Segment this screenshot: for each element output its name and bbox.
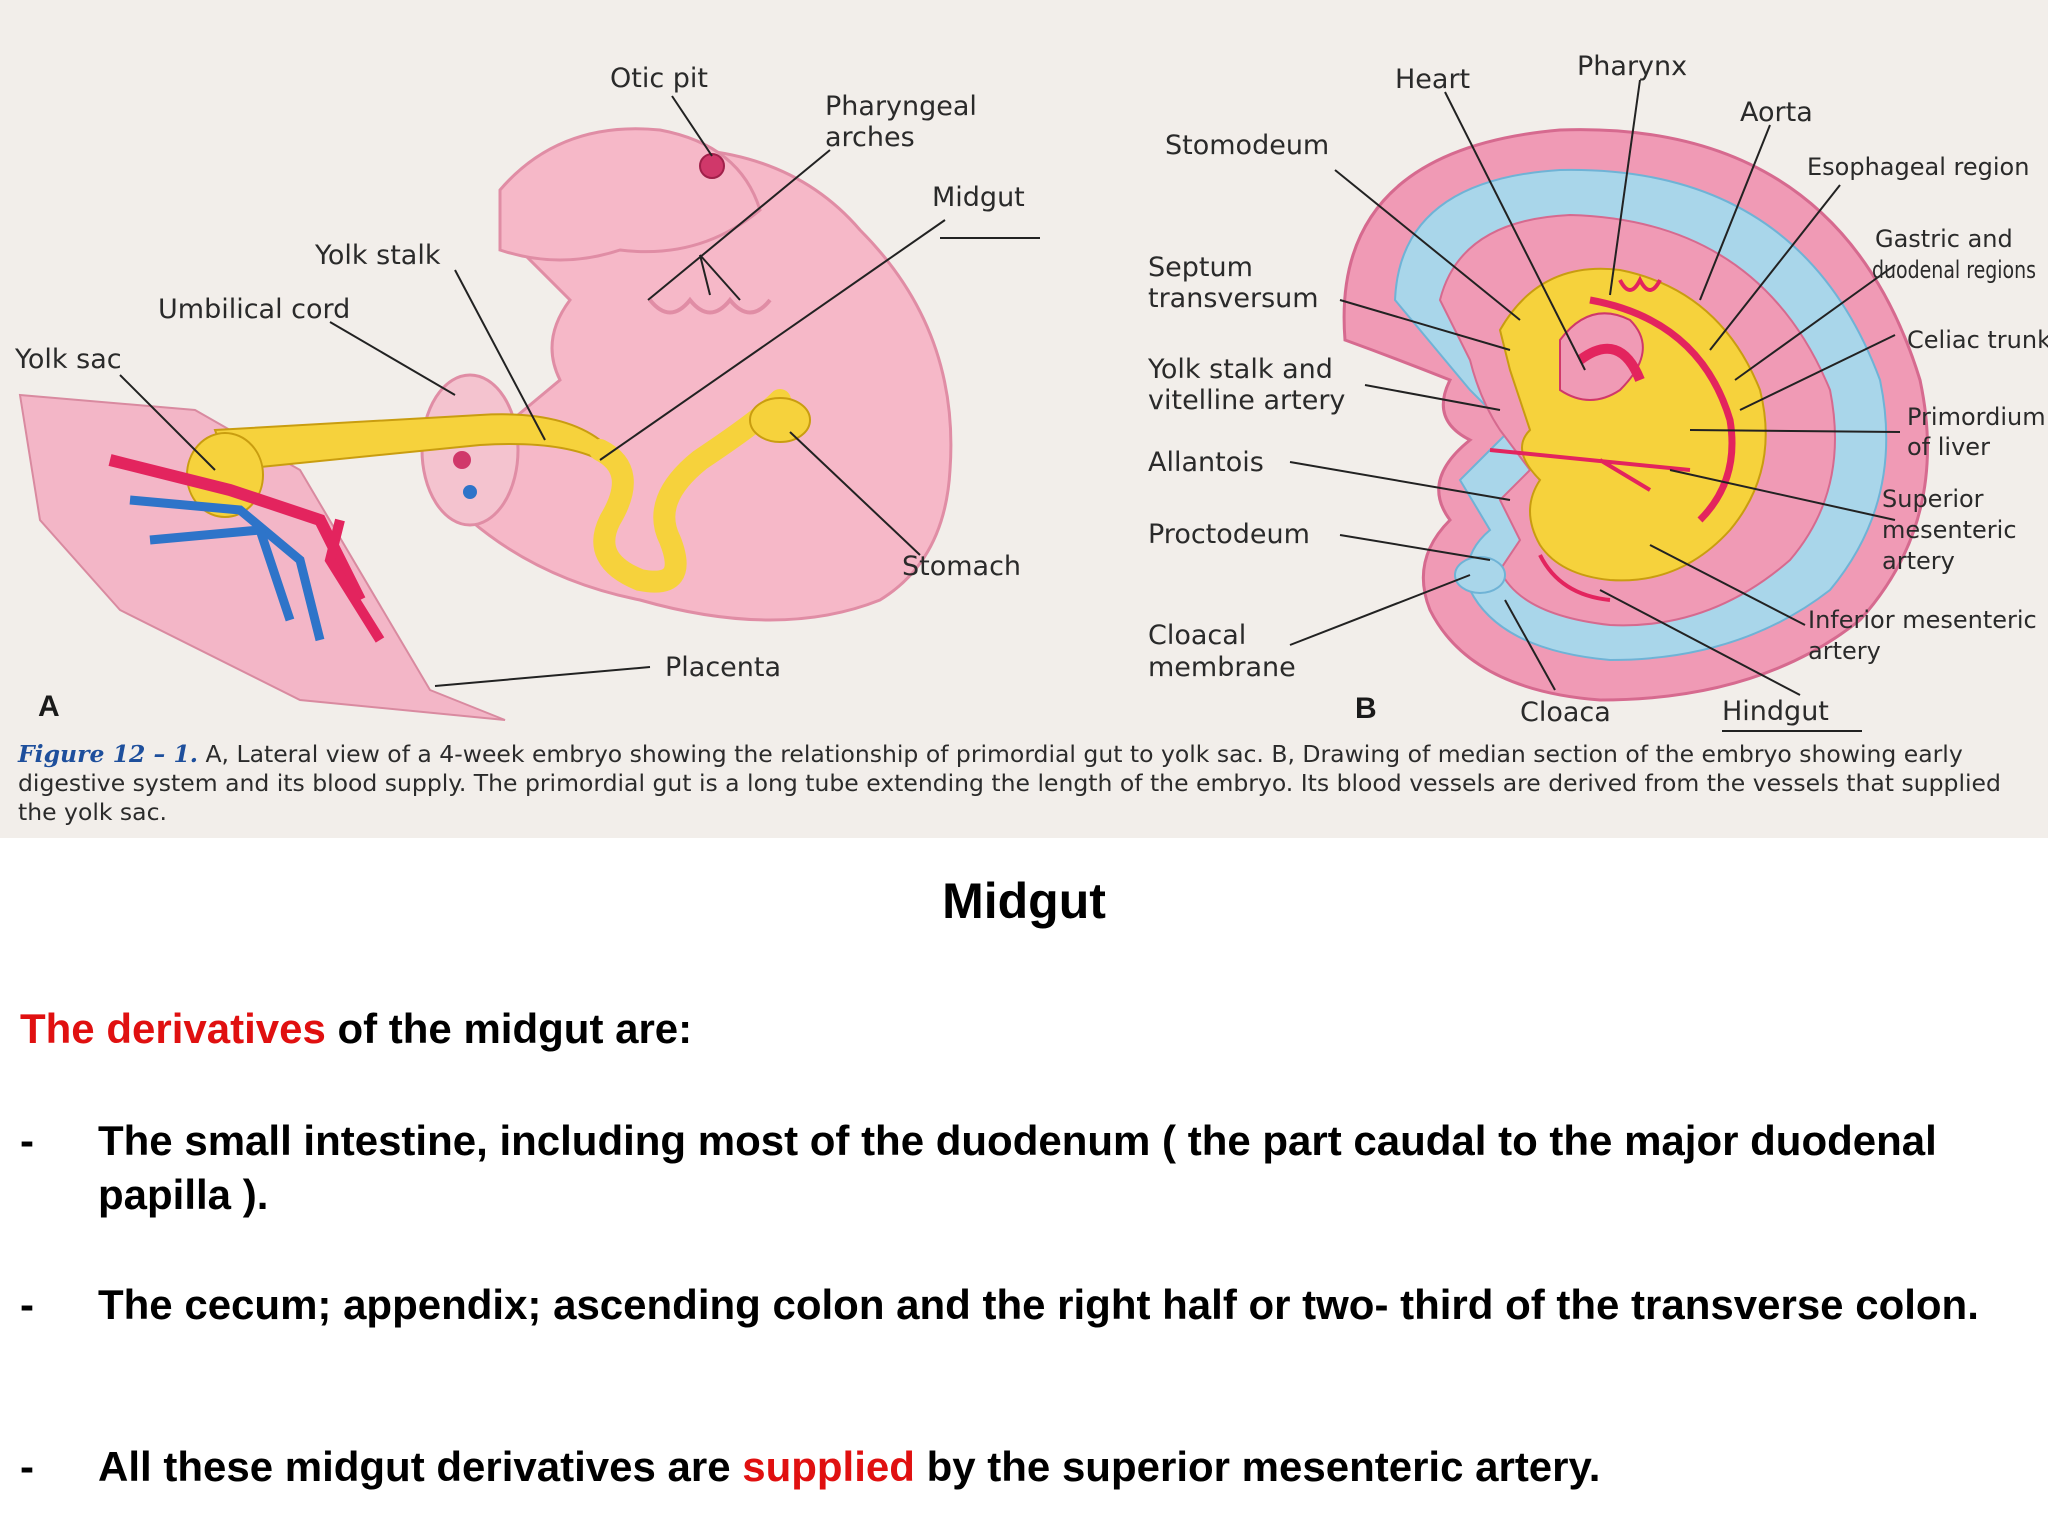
label-otic-pit: Otic pit	[610, 63, 708, 94]
bullet-text: The small intestine, including most of t…	[98, 1117, 1937, 1218]
intro-rest: of the midgut are:	[325, 1005, 693, 1052]
label-yolk-stalk-a: Yolk stalk	[314, 240, 441, 271]
panel-b-labels: Heart Pharynx Aorta Stomodeum Esophageal…	[1147, 51, 2048, 728]
label-superior-3: artery	[1882, 547, 1955, 575]
label-yolk-stalk-b-2: vitelline artery	[1148, 385, 1345, 416]
label-stomodeum: Stomodeum	[1165, 130, 1329, 161]
label-gastric-2: duodenal regions	[1872, 256, 2036, 284]
label-hindgut: Hindgut	[1722, 696, 1829, 727]
label-yolk-stalk-b-1: Yolk stalk and	[1147, 354, 1333, 385]
label-primordium-2: of liver	[1907, 433, 1990, 461]
caption-text: A, Lateral view of a 4-week embryo showi…	[18, 740, 2001, 826]
label-inferior-2: artery	[1808, 637, 1881, 665]
label-septum-1: Septum	[1148, 252, 1253, 283]
bullet-text: All these midgut derivatives are supplie…	[98, 1440, 2010, 1494]
bullet-text: The cecum; appendix; ascending colon and…	[98, 1281, 1979, 1328]
label-yolk-sac: Yolk sac	[14, 344, 122, 375]
label-cloacal-1: Cloacal	[1148, 620, 1246, 651]
label-celiac: Celiac trunk	[1907, 326, 2048, 354]
label-aorta: Aorta	[1740, 97, 1813, 128]
label-superior-1: Superior	[1882, 485, 1984, 513]
label-cloaca: Cloaca	[1520, 697, 1611, 728]
slide-title: Midgut	[942, 873, 1106, 929]
bullet-dash: -	[20, 1281, 34, 1328]
caption-figure-number: Figure 12 – 1.	[18, 740, 198, 768]
bullet-dash: -	[20, 1117, 34, 1164]
bullet-small-intestine: - The small intestine, including most of…	[20, 1114, 2010, 1222]
label-pharyngeal-2: arches	[825, 122, 915, 153]
bullet-text-end: by the superior mesenteric artery.	[914, 1443, 1601, 1490]
label-pharyngeal-1: Pharyngeal	[825, 91, 977, 122]
bullet-blood-supply: - All these midgut derivatives are suppl…	[20, 1440, 2010, 1494]
label-septum-2: transversum	[1148, 283, 1319, 314]
intro-line: The derivatives of the midgut are:	[20, 1005, 692, 1053]
panel-b-drawing	[1342, 128, 1929, 702]
intro-highlight: The derivatives	[20, 1005, 326, 1052]
label-umbilical-cord: Umbilical cord	[158, 294, 350, 325]
label-superior-2: mesenteric	[1882, 516, 2017, 544]
panel-a-letter: A	[38, 690, 60, 723]
label-allantois: Allantois	[1148, 447, 1264, 478]
embryo-illustration: Otic pit Pharyngeal arches Midgut Yolk s…	[14, 51, 2048, 732]
label-midgut-a: Midgut	[932, 182, 1025, 213]
label-proctodeum: Proctodeum	[1148, 519, 1310, 550]
label-cloacal-2: membrane	[1148, 652, 1296, 683]
label-primordium-1: Primordium	[1907, 403, 2046, 431]
panel-a-labels: Otic pit Pharyngeal arches Midgut Yolk s…	[14, 63, 1025, 723]
label-heart: Heart	[1395, 64, 1470, 95]
panel-a-drawing	[18, 127, 953, 721]
bullet-highlight: supplied	[742, 1443, 915, 1490]
label-pharynx: Pharynx	[1577, 51, 1687, 82]
label-esophageal: Esophageal region	[1807, 153, 2029, 181]
label-inferior-1: Inferior mesenteric	[1808, 606, 2037, 634]
bullet-cecum-colon: - The cecum; appendix; ascending colon a…	[20, 1278, 2010, 1332]
label-stomach: Stomach	[902, 551, 1021, 582]
panel-b-leaders	[1289, 79, 1901, 732]
bullet-text-start: All these midgut derivatives are	[98, 1443, 743, 1490]
bullet-dash: -	[20, 1443, 34, 1490]
label-gastric-1: Gastric and	[1875, 225, 2013, 253]
panel-a-leaders	[119, 95, 1040, 687]
label-placenta: Placenta	[665, 652, 781, 683]
figure-caption: Figure 12 – 1. A, Lateral view of a 4-we…	[18, 740, 2028, 827]
embryo-figure: Otic pit Pharyngeal arches Midgut Yolk s…	[0, 0, 2048, 838]
panel-b-letter: B	[1355, 692, 1377, 725]
